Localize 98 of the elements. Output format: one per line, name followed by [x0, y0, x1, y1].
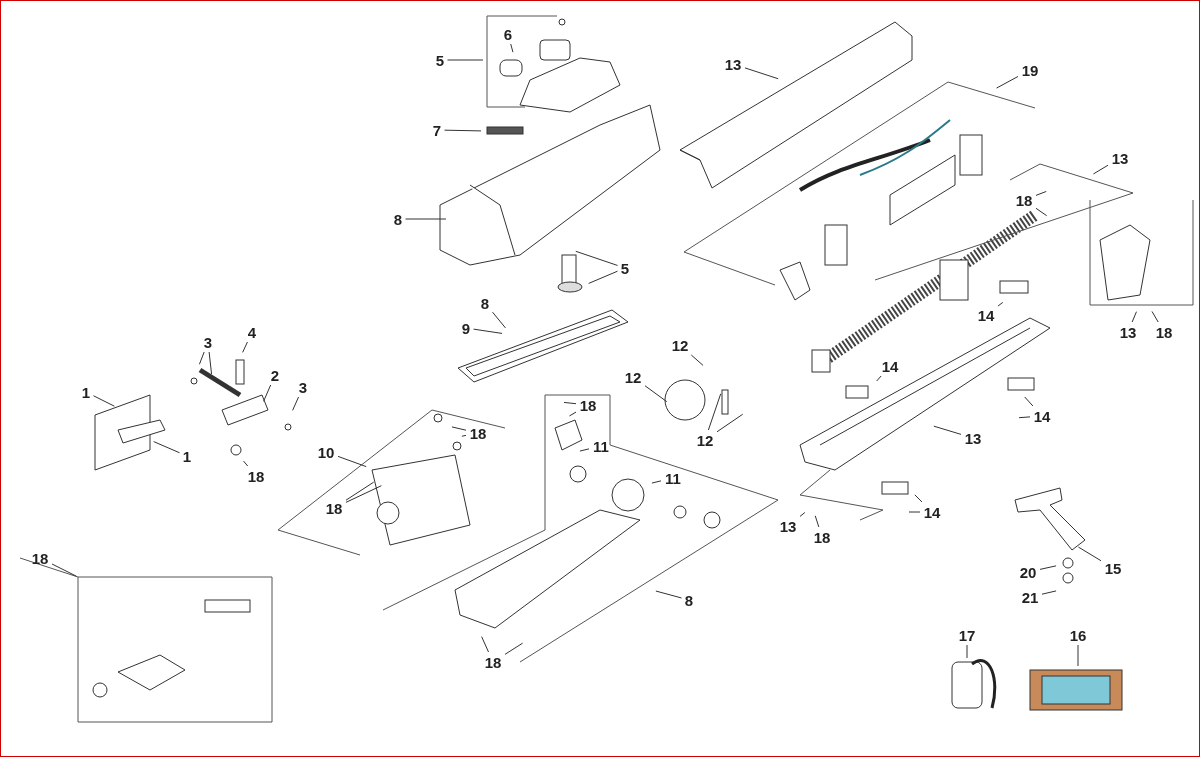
- callout-number: 4: [247, 324, 257, 340]
- callout-number: 18: [579, 397, 597, 413]
- leader-line: [51, 563, 77, 577]
- leader-line: [1092, 164, 1109, 175]
- leader-line: [504, 642, 524, 655]
- leader-line: [575, 250, 618, 266]
- callout-number: 20: [1019, 564, 1037, 580]
- callout-number: 18: [31, 550, 49, 566]
- leader-line: [914, 494, 923, 503]
- leader-line: [563, 401, 577, 405]
- callout-number: 8: [480, 295, 490, 311]
- callout-number: 19: [1021, 62, 1039, 78]
- callout-number: 8: [393, 211, 403, 227]
- leader-line: [444, 129, 482, 132]
- leader-line: [198, 351, 205, 365]
- callout-number: 14: [923, 504, 941, 520]
- leader-line: [1018, 416, 1031, 419]
- callout-number: 18: [247, 468, 265, 484]
- callout-number: 13: [724, 56, 742, 72]
- leader-line: [707, 393, 722, 431]
- leader-line: [568, 411, 577, 417]
- leader-line: [345, 485, 382, 503]
- leader-line: [447, 59, 484, 61]
- callout-number: 1: [81, 384, 91, 400]
- callout-number: 18: [484, 654, 502, 670]
- leader-line: [153, 441, 180, 454]
- callout-number: 12: [696, 432, 714, 448]
- callout-number: 5: [435, 52, 445, 68]
- leader-line: [461, 434, 467, 437]
- leader-line: [1077, 546, 1102, 562]
- leader-line: [1131, 311, 1137, 323]
- callout-number: 11: [665, 470, 681, 486]
- callout-number: 6: [503, 26, 513, 42]
- callout-number: 14: [977, 307, 995, 323]
- callout-number: 9: [461, 320, 471, 336]
- leader-line: [690, 354, 704, 366]
- leader-line: [814, 515, 820, 528]
- callout-number: 18: [469, 425, 487, 441]
- leader-line: [451, 426, 467, 431]
- leader-line: [1035, 207, 1048, 217]
- callout-number: 13: [1111, 150, 1129, 166]
- leader-line: [292, 396, 300, 411]
- leader-line: [208, 351, 213, 375]
- leader-line: [996, 76, 1019, 89]
- callout-number: 14: [881, 358, 899, 374]
- callout-number: 18: [1155, 324, 1173, 340]
- callout-number: 8: [684, 592, 694, 608]
- callout-number: 13: [1119, 324, 1137, 340]
- leader-line: [799, 512, 806, 517]
- leader-line: [933, 425, 962, 435]
- leader-line: [1024, 396, 1034, 407]
- callout-number: 21: [1021, 589, 1039, 605]
- callout-number: 11: [593, 438, 609, 454]
- leader-line: [876, 375, 882, 382]
- leader-line: [337, 455, 367, 468]
- callout-number: 17: [958, 627, 976, 643]
- leader-line: [243, 460, 249, 467]
- leader-line: [651, 480, 662, 484]
- leader-line: [345, 481, 375, 501]
- callout-number: 3: [298, 379, 308, 395]
- leader-line: [405, 218, 447, 220]
- callout-number: 18: [813, 529, 831, 545]
- leader-line: [716, 413, 744, 433]
- leader-line: [481, 636, 489, 653]
- leader-line: [655, 590, 682, 599]
- leader-line: [1077, 644, 1079, 667]
- callout-number: 5: [620, 260, 630, 276]
- leader-line: [510, 43, 514, 53]
- callout-number: 7: [432, 122, 442, 138]
- callout-number: 3: [203, 334, 213, 350]
- leader-line: [1041, 590, 1057, 595]
- leader-line: [492, 311, 506, 329]
- leader-line: [588, 270, 618, 284]
- leader-line: [908, 511, 921, 513]
- callout-number: 12: [624, 369, 642, 385]
- callout-number: 10: [317, 444, 335, 460]
- callout-number: 13: [964, 430, 982, 446]
- leader-line: [744, 67, 779, 80]
- leader-line: [966, 644, 968, 659]
- leader-line: [242, 341, 248, 353]
- leader-line: [93, 395, 115, 407]
- leader-line: [579, 448, 590, 452]
- callout-number: 12: [671, 337, 689, 353]
- callout-number: 15: [1104, 560, 1122, 576]
- leader-line: [997, 301, 1004, 307]
- callout-number: 18: [325, 500, 343, 516]
- callout-number: 18: [1015, 192, 1033, 208]
- leader-line: [644, 385, 668, 403]
- leader-line: [1039, 565, 1057, 570]
- leader-line: [473, 328, 503, 334]
- callout-number: 1: [182, 448, 192, 464]
- callout-number: 13: [779, 518, 797, 534]
- callout-number: 16: [1069, 627, 1087, 643]
- leader-line: [263, 384, 272, 402]
- callout-number: 14: [1033, 408, 1051, 424]
- leader-line: [1151, 310, 1159, 323]
- leader-line: [1035, 190, 1047, 196]
- callout-number: 2: [270, 367, 280, 383]
